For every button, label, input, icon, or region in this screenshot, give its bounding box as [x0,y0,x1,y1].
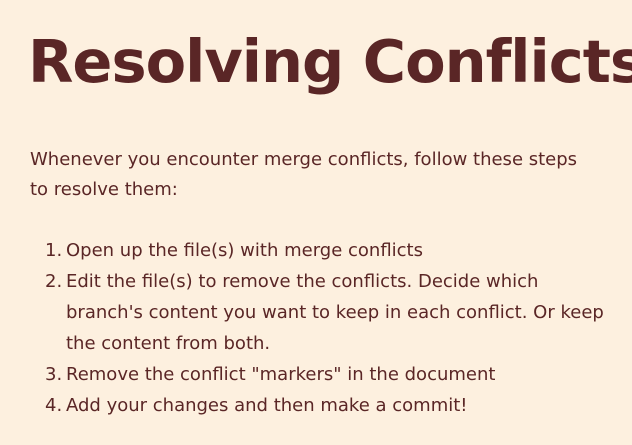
step-text: Add your changes and then make a commit! [66,395,468,416]
step-number: 2. [45,271,63,292]
step-number: 3. [45,364,63,385]
step-text: Edit the file(s) to remove the conflicts… [66,271,604,354]
step-text: Open up the file(s) with merge conflicts [66,240,423,261]
intro-paragraph: Whenever you encounter merge conflicts, … [30,149,578,200]
step-item: 2. Edit the file(s) to remove the confli… [30,266,620,359]
step-number: 1. [45,240,63,261]
step-number: 4. [45,395,63,416]
slide-title: Resolving Conflicts [28,27,632,96]
step-item: 4. Add your changes and then make a comm… [30,390,620,421]
step-item: 3. Remove the conflict "markers" in the … [30,359,620,390]
step-text: Remove the conflict "markers" in the doc… [66,364,496,385]
step-item: 1. Open up the file(s) with merge confli… [30,235,620,266]
steps-list: 1. Open up the file(s) with merge confli… [30,235,620,421]
